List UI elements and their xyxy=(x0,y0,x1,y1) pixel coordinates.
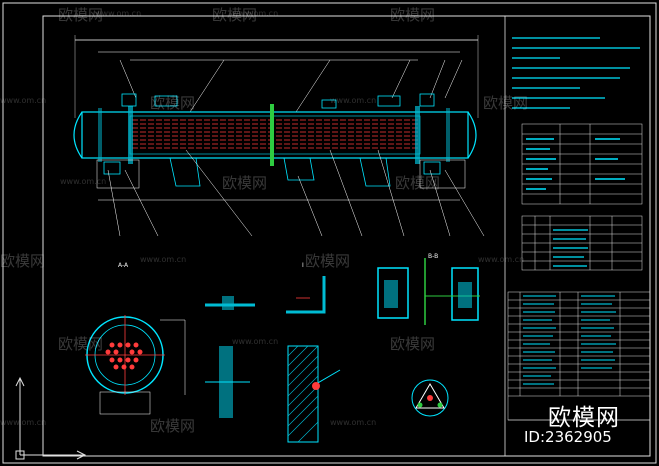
watermark-site: www.om.cn xyxy=(60,177,107,186)
watermark-site: www.om.cn xyxy=(330,418,377,427)
ucs-axis-indicator xyxy=(15,376,87,460)
watermark-site: www.om.cn xyxy=(95,9,142,18)
watermark-brand: 欧模网 xyxy=(390,335,436,353)
watermark-brand: 欧模网 xyxy=(395,174,441,192)
watermark-brand: 欧模网 xyxy=(483,94,529,112)
watermark-brand: 欧模网 xyxy=(58,6,104,24)
view-label-a: A-A xyxy=(118,262,129,269)
watermark-site: www.om.cn xyxy=(0,418,47,427)
title-block-tables xyxy=(507,37,651,421)
watermark-site: www.om.cn xyxy=(232,337,279,346)
watermark-brand: 欧模网 xyxy=(150,94,196,112)
watermark-site: www.om.cn xyxy=(478,255,525,264)
view-label-c: I xyxy=(302,262,304,269)
watermark-site: www.om.cn xyxy=(0,96,47,105)
watermark-brand: 欧模网 xyxy=(212,6,258,24)
brand-id-text: ID:2362905 xyxy=(524,428,612,446)
watermark-brand: 欧模网 xyxy=(390,6,436,24)
watermark-brand: 欧模网 xyxy=(58,335,104,353)
watermark-brand: 欧模网 xyxy=(222,174,268,192)
inner-frame xyxy=(42,15,651,457)
watermark-brand: 欧模网 xyxy=(0,252,46,270)
view-label-b: B-B xyxy=(428,253,439,260)
watermark-brand: 欧模网 xyxy=(150,417,196,435)
exchanger-elevation xyxy=(73,35,485,237)
watermark-site: www.om.cn xyxy=(232,9,279,18)
watermark-site: www.om.cn xyxy=(140,255,187,264)
watermark-site: www.om.cn xyxy=(330,96,377,105)
detail-views xyxy=(85,258,480,443)
watermark-brand: 欧模网 xyxy=(305,252,351,270)
brand-logo-text: 欧模网 xyxy=(548,405,620,431)
